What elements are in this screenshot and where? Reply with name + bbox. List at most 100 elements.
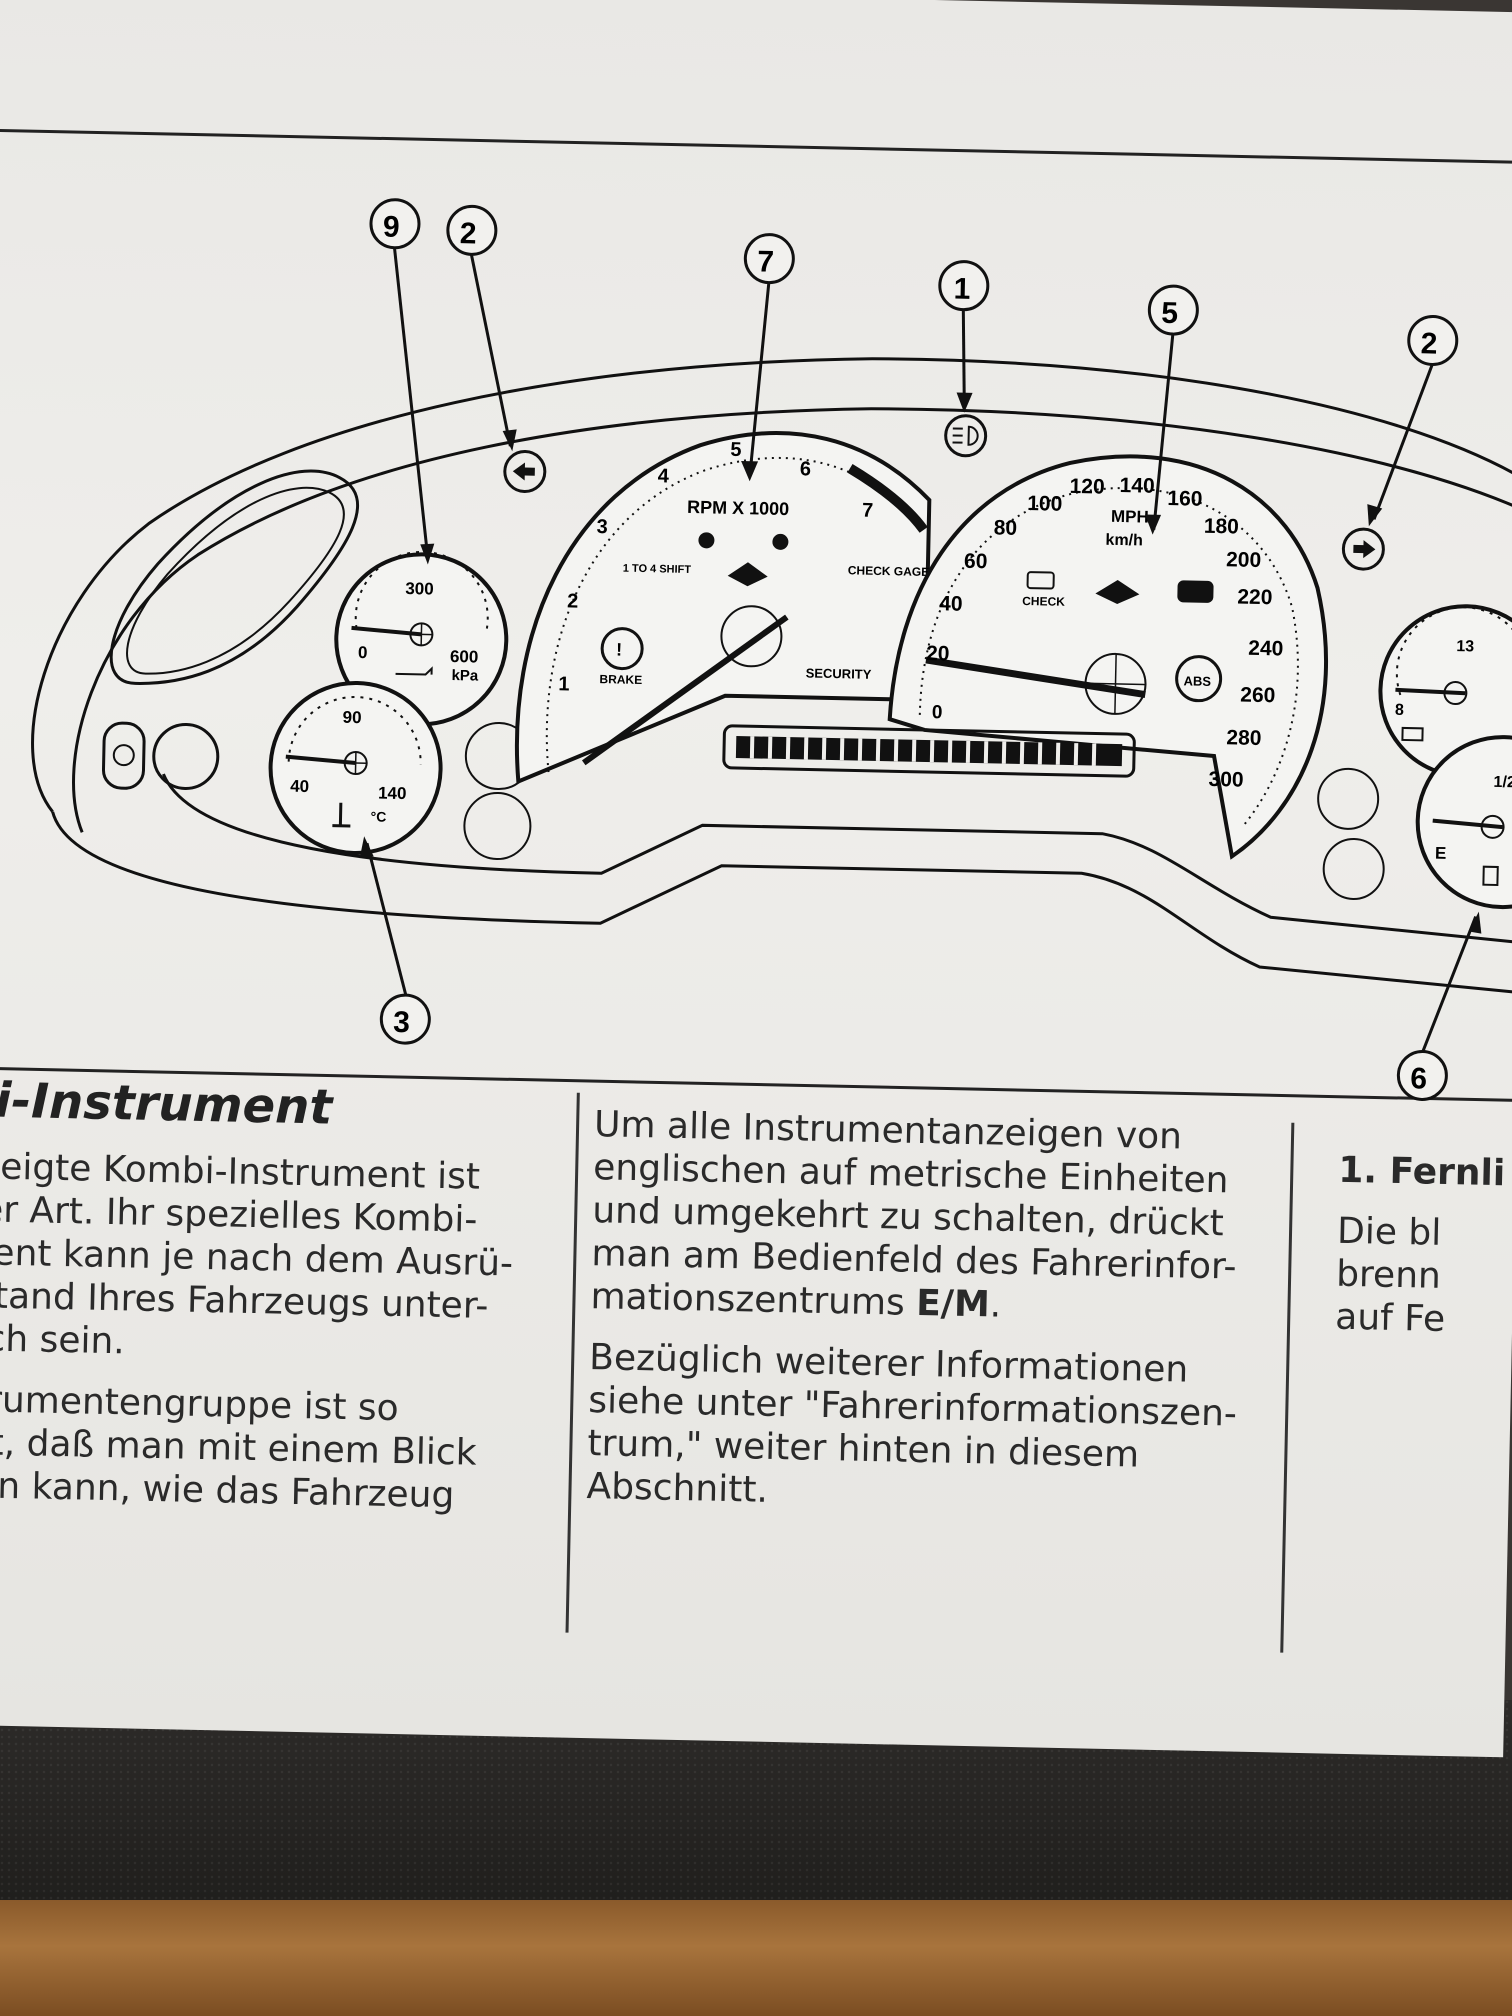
callout-2-right-label: 2 bbox=[1420, 327, 1437, 360]
speed-tick-140: 140 bbox=[1119, 474, 1155, 498]
speed-tick-220: 220 bbox=[1237, 585, 1273, 609]
callout-2-left-label: 2 bbox=[459, 217, 476, 250]
manual-page: 0 300 600 kPa 40 90 140 °C 1 2 3 4 5 bbox=[0, 0, 1512, 1758]
brake-warning-icon bbox=[600, 627, 644, 671]
display-segments bbox=[735, 736, 1123, 767]
speed-tick-20: 20 bbox=[926, 642, 950, 665]
col1-line: nen kann, wie das Fahrzeug bbox=[0, 1464, 455, 1517]
left-turn-signal-icon bbox=[503, 450, 547, 494]
tach-tick-7: 7 bbox=[862, 500, 874, 522]
fuel-tick-empty: E bbox=[1435, 844, 1447, 863]
top-rule bbox=[0, 128, 1512, 165]
corvette-emblem-icon bbox=[727, 562, 768, 587]
temp-tick-140: 140 bbox=[378, 784, 407, 804]
speedometer-housing bbox=[887, 454, 1329, 860]
col3-title: 1. Fernli bbox=[1337, 1149, 1506, 1195]
left-oval bbox=[109, 469, 359, 685]
check-gages-label: CHECK GAGES bbox=[848, 563, 938, 579]
callout-1 bbox=[938, 260, 990, 413]
callout-3-label: 3 bbox=[393, 1006, 410, 1039]
em-button-label: E/M bbox=[915, 1282, 991, 1326]
bottom-rule bbox=[0, 1066, 1512, 1102]
text-column-3: 1. Fernli Die bl brenn auf Fe bbox=[1334, 1149, 1506, 1360]
section-heading: bi-Instrument bbox=[0, 1071, 333, 1136]
temp-tick-90: 90 bbox=[342, 708, 361, 727]
fuel-pump-icon bbox=[1482, 865, 1499, 886]
svg-text:!: ! bbox=[616, 639, 622, 659]
driver-info-display bbox=[722, 724, 1136, 778]
speed-tick-0: 0 bbox=[932, 702, 943, 723]
indicator-slot bbox=[463, 792, 532, 861]
speed-tick-40: 40 bbox=[939, 592, 963, 615]
callout-9 bbox=[369, 198, 435, 565]
dimmer-button bbox=[101, 721, 146, 790]
coolant-temp-gauge bbox=[268, 681, 443, 856]
callout-3 bbox=[359, 836, 431, 1045]
speed-tick-60: 60 bbox=[964, 550, 988, 573]
corvette-emblem-icon bbox=[1095, 579, 1140, 604]
indicator-slot bbox=[1322, 837, 1385, 900]
col1-line: sstand Ihres Fahrzeugs unter- bbox=[0, 1274, 489, 1327]
airbag-icon bbox=[698, 532, 715, 549]
speed-tick-100: 100 bbox=[1027, 492, 1063, 516]
speed-tick-120: 120 bbox=[1069, 475, 1105, 499]
text-column-2: Um alle Instrumentanzeigen von englische… bbox=[586, 1104, 1238, 1511]
speed-tick-260: 260 bbox=[1240, 684, 1276, 708]
tachometer-needle bbox=[581, 614, 789, 766]
fuel-tick-half: 1/2 bbox=[1493, 774, 1512, 791]
text-column-1: ezeigte Kombi-Instrument ist her Art. Ih… bbox=[0, 1145, 515, 1537]
speed-tick-160: 160 bbox=[1167, 487, 1203, 511]
tach-tick-1: 1 bbox=[558, 673, 570, 695]
col3-line: brenn bbox=[1335, 1253, 1442, 1297]
tach-tick-5: 5 bbox=[730, 439, 742, 461]
speed-tick-180: 180 bbox=[1204, 515, 1240, 539]
tach-tick-6: 6 bbox=[800, 458, 812, 480]
battery-icon bbox=[1401, 726, 1424, 742]
speed-tick-240: 240 bbox=[1248, 637, 1284, 661]
temp-unit: °C bbox=[370, 808, 386, 824]
thermometer-icon bbox=[332, 802, 351, 828]
instrument-cluster-diagram: 0 300 600 kPa 40 90 140 °C 1 2 3 4 5 bbox=[0, 128, 1512, 1102]
security-label: SECURITY bbox=[806, 665, 872, 681]
check-engine-label: CHECK bbox=[1022, 594, 1065, 609]
kmh-label: km/h bbox=[1105, 532, 1143, 550]
col1-line: llich sein. bbox=[0, 1317, 126, 1363]
fuel-gauge bbox=[1415, 735, 1512, 910]
abs-icon bbox=[1175, 655, 1223, 703]
callout-7-label: 7 bbox=[757, 245, 774, 278]
callout-2-left bbox=[446, 204, 517, 452]
oil-tick-600: 600 bbox=[450, 647, 479, 667]
tach-tick-2: 2 bbox=[567, 590, 579, 612]
callout-6-label: 6 bbox=[1410, 1062, 1427, 1095]
col1-line: ezeigte Kombi-Instrument ist bbox=[0, 1145, 481, 1198]
mph-label: MPH bbox=[1111, 507, 1149, 527]
tachometer-hub bbox=[720, 605, 783, 668]
oil-tick-300: 300 bbox=[405, 579, 434, 599]
shift-light-label: 1 TO 4 SHIFT bbox=[623, 563, 692, 576]
tachometer-redline bbox=[847, 464, 928, 533]
speedometer-needle bbox=[925, 656, 1146, 699]
tachometer-housing bbox=[514, 431, 932, 785]
speed-tick-200: 200 bbox=[1226, 548, 1262, 572]
col1-line: strumentengruppe ist so bbox=[0, 1378, 400, 1430]
volt-tick-13: 13 bbox=[1456, 638, 1474, 655]
speed-tick-300: 300 bbox=[1208, 768, 1244, 792]
oil-pressure-gauge bbox=[334, 550, 509, 727]
high-beam-icon bbox=[944, 414, 988, 458]
right-turn-signal-icon bbox=[1341, 527, 1385, 571]
callout-5 bbox=[1145, 284, 1199, 535]
reset-knob bbox=[152, 722, 220, 790]
callout-2-right bbox=[1367, 315, 1459, 527]
col1-line: tet, daß man mit einem Blick bbox=[0, 1421, 477, 1474]
col3-line: Die bl bbox=[1336, 1210, 1442, 1254]
speedometer-scale bbox=[918, 487, 1299, 828]
seatbelt-icon bbox=[772, 533, 789, 550]
col1-line: her Art. Ihr spezielles Kombi- bbox=[0, 1188, 478, 1241]
volt-tick-8: 8 bbox=[1395, 702, 1404, 719]
oil-tick-0: 0 bbox=[358, 643, 368, 662]
speed-tick-280: 280 bbox=[1226, 726, 1262, 750]
wooden-table bbox=[0, 1900, 1512, 2016]
col2-line: Abschnitt. bbox=[586, 1466, 769, 1511]
abs-label: ABS bbox=[1183, 673, 1211, 689]
callout-6 bbox=[1396, 911, 1482, 1101]
